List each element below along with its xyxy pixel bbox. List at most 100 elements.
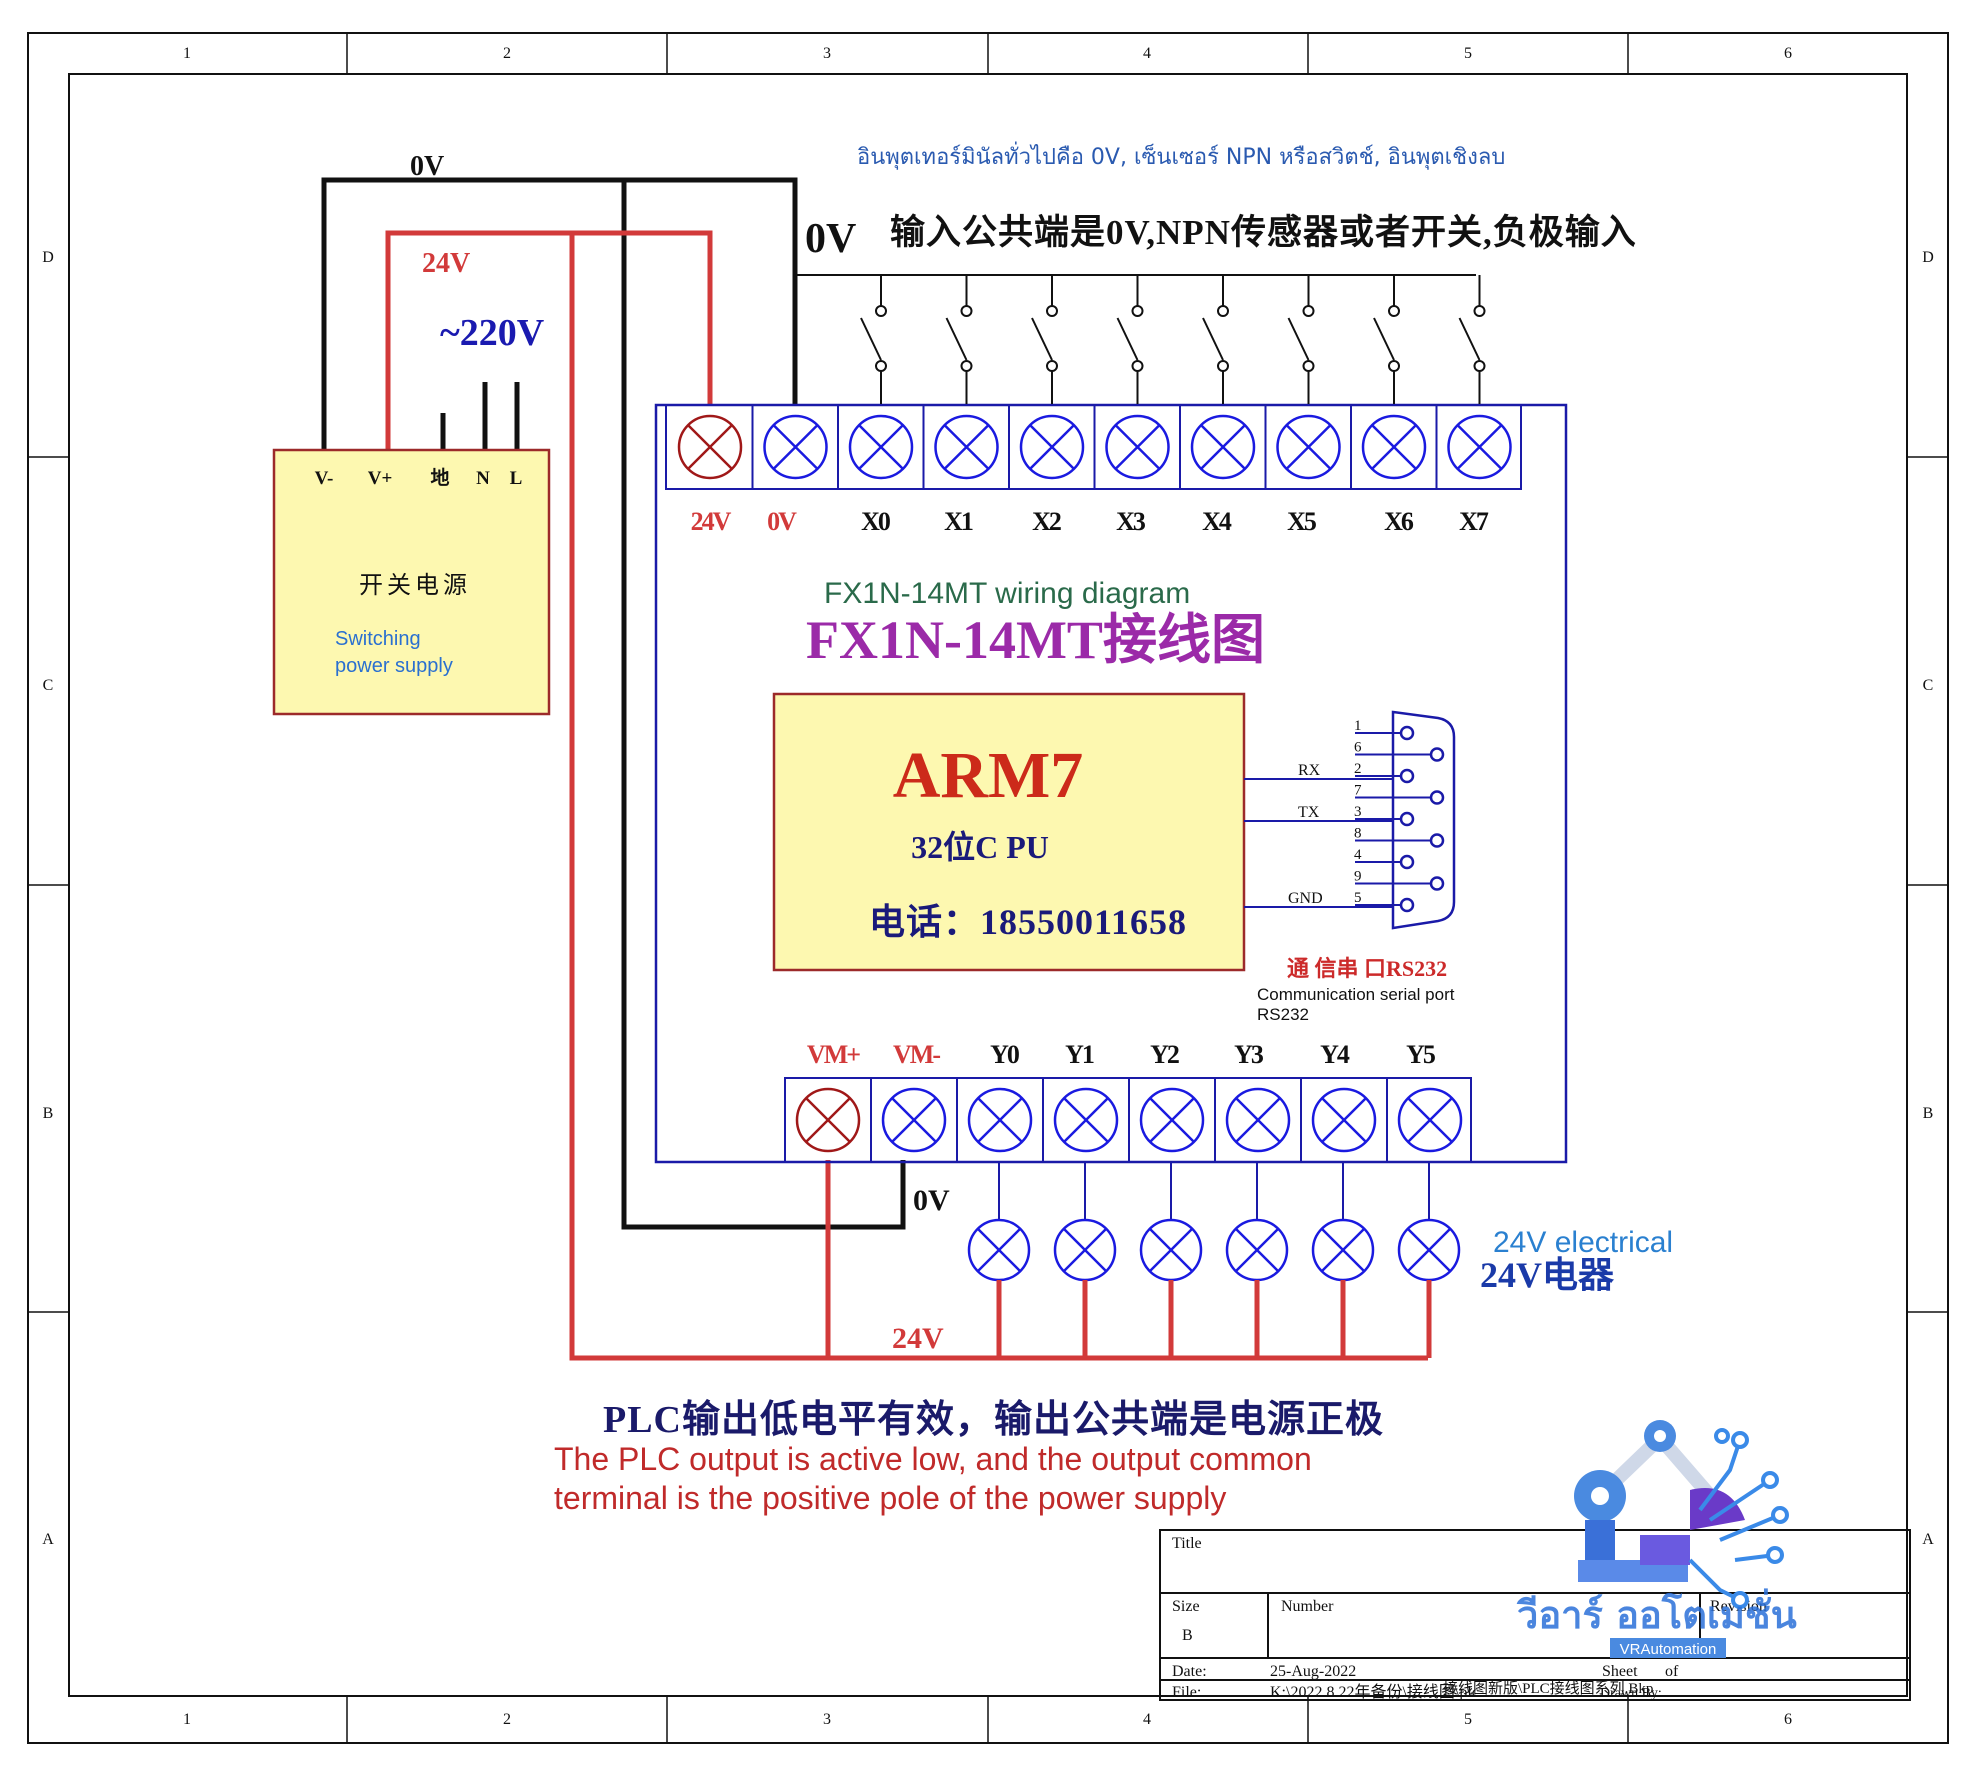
col-label-top-4: 4: [1143, 45, 1151, 62]
col-label-bottom-1: 1: [183, 1711, 191, 1728]
tb-size-label: Size: [1172, 1598, 1200, 1615]
input-terminal-label: X4: [1202, 507, 1232, 536]
tb-date-label: Date:: [1172, 1663, 1207, 1680]
db9-pin-8: 8: [1354, 826, 1445, 848]
label-220v: ~220V: [440, 312, 545, 354]
svg-text:3: 3: [1354, 804, 1362, 820]
serial-label-cn: 通 信串 口RS232: [1287, 956, 1447, 981]
serial-label-en-1: Communication serial port: [1257, 985, 1455, 1004]
logo-en: VRAutomation: [1620, 1641, 1717, 1658]
col-label-bottom-4: 4: [1143, 1711, 1151, 1728]
output-terminal-y3: [1225, 1087, 1291, 1153]
tb-size-value: B: [1182, 1627, 1193, 1644]
row-label-right-c: C: [1923, 677, 1934, 694]
psu-title-en-2: power supply: [335, 655, 453, 677]
load-lamp-y2: [1139, 1218, 1203, 1282]
drawing-frame: 1 2 3 4 5 6 1 2 3 4 5 6 D C B A D C B A: [27, 32, 1949, 1744]
top-note-thai: อินพุตเทอร์มินัลทั่วไปคือ 0V, เซ็นเซอร์ …: [857, 141, 1505, 170]
cpu-name: ARM7: [893, 739, 1084, 812]
col-label-bottom-5: 5: [1464, 1711, 1472, 1728]
wire-24v-red: [385, 230, 1428, 1361]
psu-pin-ground: 地: [430, 466, 449, 489]
svg-text:4: 4: [1354, 847, 1362, 863]
col-label-top-1: 1: [183, 45, 191, 62]
output-terminal-label: VM-: [893, 1040, 940, 1069]
col-label-bottom-3: 3: [823, 1711, 831, 1728]
input-switch-x0: [860, 275, 887, 405]
db9-pin-7: 7: [1354, 783, 1445, 805]
svg-text:8: 8: [1354, 826, 1362, 842]
output-terminal-y0: [967, 1087, 1033, 1153]
serial-tx-label: TX: [1298, 804, 1320, 821]
db9-pin-9: 9: [1354, 869, 1445, 891]
psu-title-cn: 开关电源: [359, 572, 471, 599]
col-label-top-3: 3: [823, 45, 831, 62]
output-terminal-label: Y5: [1406, 1040, 1436, 1069]
svg-text:6: 6: [1354, 740, 1362, 756]
input-terminal-label: X0: [861, 507, 891, 536]
tb-title-label: Title: [1172, 1535, 1202, 1552]
serial-label-en-2: RS232: [1257, 1005, 1309, 1024]
psu-pin-vminus: V-: [315, 468, 334, 489]
output-terminal-vm-: [881, 1087, 947, 1153]
row-label-right-b: B: [1923, 1105, 1934, 1122]
load-lamp-y3: [1225, 1218, 1289, 1282]
input-terminal-label: 24V: [691, 507, 732, 536]
label-24v-bottom: 24V: [892, 1322, 944, 1355]
input-terminal-label: X5: [1287, 507, 1317, 536]
input-terminal-label: X7: [1459, 507, 1489, 536]
row-label-left-a: A: [42, 1531, 54, 1548]
db9-pin-4: 4: [1354, 847, 1415, 870]
tb-sheet-label: Sheet: [1602, 1663, 1638, 1680]
output-terminal-label: VM+: [807, 1040, 860, 1069]
row-label-right-d: D: [1922, 249, 1934, 266]
wire-0v-black: [321, 177, 906, 1230]
psu-title-en-1: Switching: [335, 628, 421, 650]
col-label-bottom-2: 2: [503, 1711, 511, 1728]
diagram-title-cn: FX1N-14MT接线图: [806, 610, 1265, 670]
output-terminal-label: Y2: [1150, 1040, 1179, 1069]
cpu-phone: 电话：18550011658: [869, 902, 1187, 942]
input-switch-x7: [1458, 275, 1486, 405]
input-switch-x4: [1202, 275, 1229, 405]
bottom-note-cn: PLC输出低电平有效，输出公共端是电源正极: [603, 1399, 1384, 1441]
input-terminal-label: X6: [1384, 507, 1414, 536]
db9-pin-1: 1: [1354, 718, 1415, 741]
col-label-bottom-6: 6: [1784, 1711, 1792, 1728]
row-label-right-a: A: [1922, 1531, 1934, 1548]
output-terminal-y5: [1397, 1087, 1463, 1153]
input-switch-x2: [1031, 275, 1058, 405]
label-24v-red: 24V: [422, 248, 470, 279]
row-label-left-c: C: [43, 677, 54, 694]
db9-pin-5: 5: [1354, 890, 1415, 913]
output-terminal-vm+: [795, 1087, 861, 1153]
input-terminal-label: X3: [1116, 507, 1146, 536]
col-label-top-6: 6: [1784, 45, 1792, 62]
input-terminal-x0: [848, 414, 914, 480]
load-lamp-y4: [1311, 1218, 1375, 1282]
output-loads: [967, 1162, 1461, 1358]
switching-power-supply: V- V+ 地 N L 开关电源 Switching power supply: [272, 448, 551, 716]
input-terminal-label: X2: [1032, 507, 1061, 536]
load-lamp-y5: [1397, 1218, 1461, 1282]
db9-pin-3: 3: [1354, 804, 1415, 827]
input-terminal-x5: [1276, 414, 1341, 480]
input-terminal-24v: [677, 414, 743, 480]
input-switch-x3: [1116, 275, 1144, 405]
diagram-title-en: FX1N-14MT wiring diagram: [824, 577, 1190, 610]
tb-date-value: 25-Aug-2022: [1270, 1663, 1356, 1680]
row-label-left-d: D: [42, 249, 54, 266]
output-terminal-label: Y1: [1065, 1040, 1094, 1069]
top-note-cn: 输入公共端是0V,NPN传感器或者开关,负极输入: [890, 213, 1637, 252]
bottom-note-en-2: terminal is the positive pole of the pow…: [554, 1480, 1226, 1516]
serial-rx-label: RX: [1298, 762, 1321, 779]
input-switches: [795, 274, 1486, 405]
loads-label-en: 24V electrical: [1493, 1226, 1673, 1259]
input-terminal-label: 0V: [767, 507, 797, 536]
input-terminal-label: X1: [944, 507, 973, 536]
bottom-note-en-1: The PLC output is active low, and the ou…: [554, 1441, 1312, 1477]
input-switch-x6: [1373, 275, 1400, 405]
svg-text:7: 7: [1354, 783, 1362, 799]
